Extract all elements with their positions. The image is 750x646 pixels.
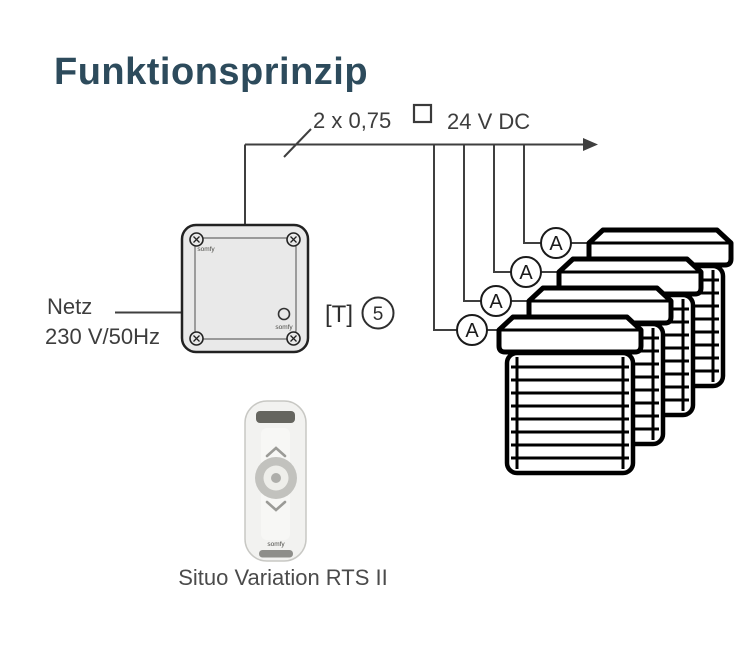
voltage-label: 24 V DC [447,109,530,134]
screw-icon [286,331,301,346]
channel-number: 5 [373,304,384,325]
remote-top-band [256,411,295,423]
remote-down-button [265,500,287,512]
drop-wire-4 [433,144,457,331]
cable-label: 2 x 0,75 [313,108,391,133]
drop-wire-2 [493,144,511,273]
actuator-letter: A [519,262,533,284]
receiver-brand-bottom: somfy [275,324,293,331]
screw-icon [189,232,204,247]
cable-count-slash-icon [283,128,312,158]
remote-control: somfy [244,400,307,562]
remote-caption: Situo Variation RTS II [178,565,388,590]
receiver-brand-top: somfy [197,246,215,253]
mains-label-line2: 230 V/50Hz [45,324,160,349]
page-title: Funktionsprinzip [54,51,368,93]
actuator-badge-4: A [456,314,488,346]
receiver-led [277,307,291,321]
actuator-letter: A [489,291,503,313]
remote-up-button [265,446,287,458]
screw-icon [189,331,204,346]
actuator-letter: A [549,233,563,255]
actuator-badge-3: A [480,285,512,317]
remote-wheel [255,457,297,499]
venetian-blind-icon-4 [499,317,641,473]
receiver-box: somfy somfy [180,223,310,354]
actuator-letter: A [465,320,479,342]
actuator-badge-1: A [540,227,572,259]
remote-bottom-band [259,550,293,558]
mains-label-line1: Netz [47,294,92,319]
drop-wire-1 [523,144,541,244]
screw-icon [286,232,301,247]
drop-wire-3 [463,144,481,302]
actuator-badge-2: A [510,256,542,288]
timer-annotation: [T] [325,301,353,328]
wiring [115,128,598,331]
insulation-class-icon [412,103,433,124]
remote-brand: somfy [267,541,285,548]
channel-annotation: 5 [361,296,395,330]
wire-arrow-icon [583,138,598,151]
